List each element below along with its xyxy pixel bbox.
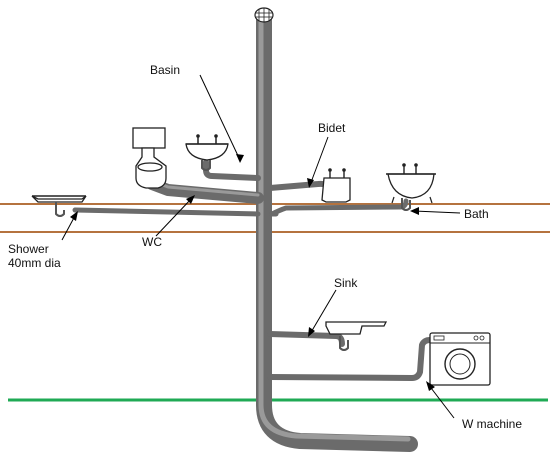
label-wc: WC — [142, 235, 162, 249]
label-bidet: Bidet — [318, 121, 346, 135]
wc-toilet-icon — [132, 127, 167, 189]
leader-bidet — [309, 136, 329, 186]
leader-sink — [309, 289, 337, 335]
sink-branch-pipe — [267, 331, 345, 347]
basin-icon — [185, 134, 229, 171]
label-shower-diameter: 40mm dia — [8, 256, 61, 270]
bidet-icon — [321, 168, 351, 203]
label-basin: Basin — [150, 63, 180, 77]
floor-branch-pipes — [72, 198, 409, 217]
upper-floor — [0, 203, 550, 233]
bidet-branch-pipe — [267, 180, 331, 191]
washing-machine-icon — [429, 332, 491, 386]
label-bath: Bath — [464, 207, 489, 221]
basin-branch-pipe — [203, 159, 261, 181]
shower-tray-icon — [31, 195, 87, 217]
bath-icon — [386, 163, 436, 211]
leader-bath — [413, 210, 461, 214]
leader-basin — [199, 74, 241, 161]
sink-icon — [325, 321, 388, 351]
label-sink: Sink — [334, 276, 358, 290]
leader-w-machine — [427, 383, 455, 419]
vent-cowl-icon — [254, 7, 274, 23]
w-machine-branch-pipe — [267, 337, 433, 381]
leader-wc — [155, 197, 193, 237]
leader-lines — [61, 74, 461, 419]
label-w-machine: W machine — [462, 417, 522, 431]
soil-stack — [256, 12, 418, 452]
wc-branch-pipe — [146, 178, 264, 204]
label-shower: Shower — [8, 242, 49, 256]
